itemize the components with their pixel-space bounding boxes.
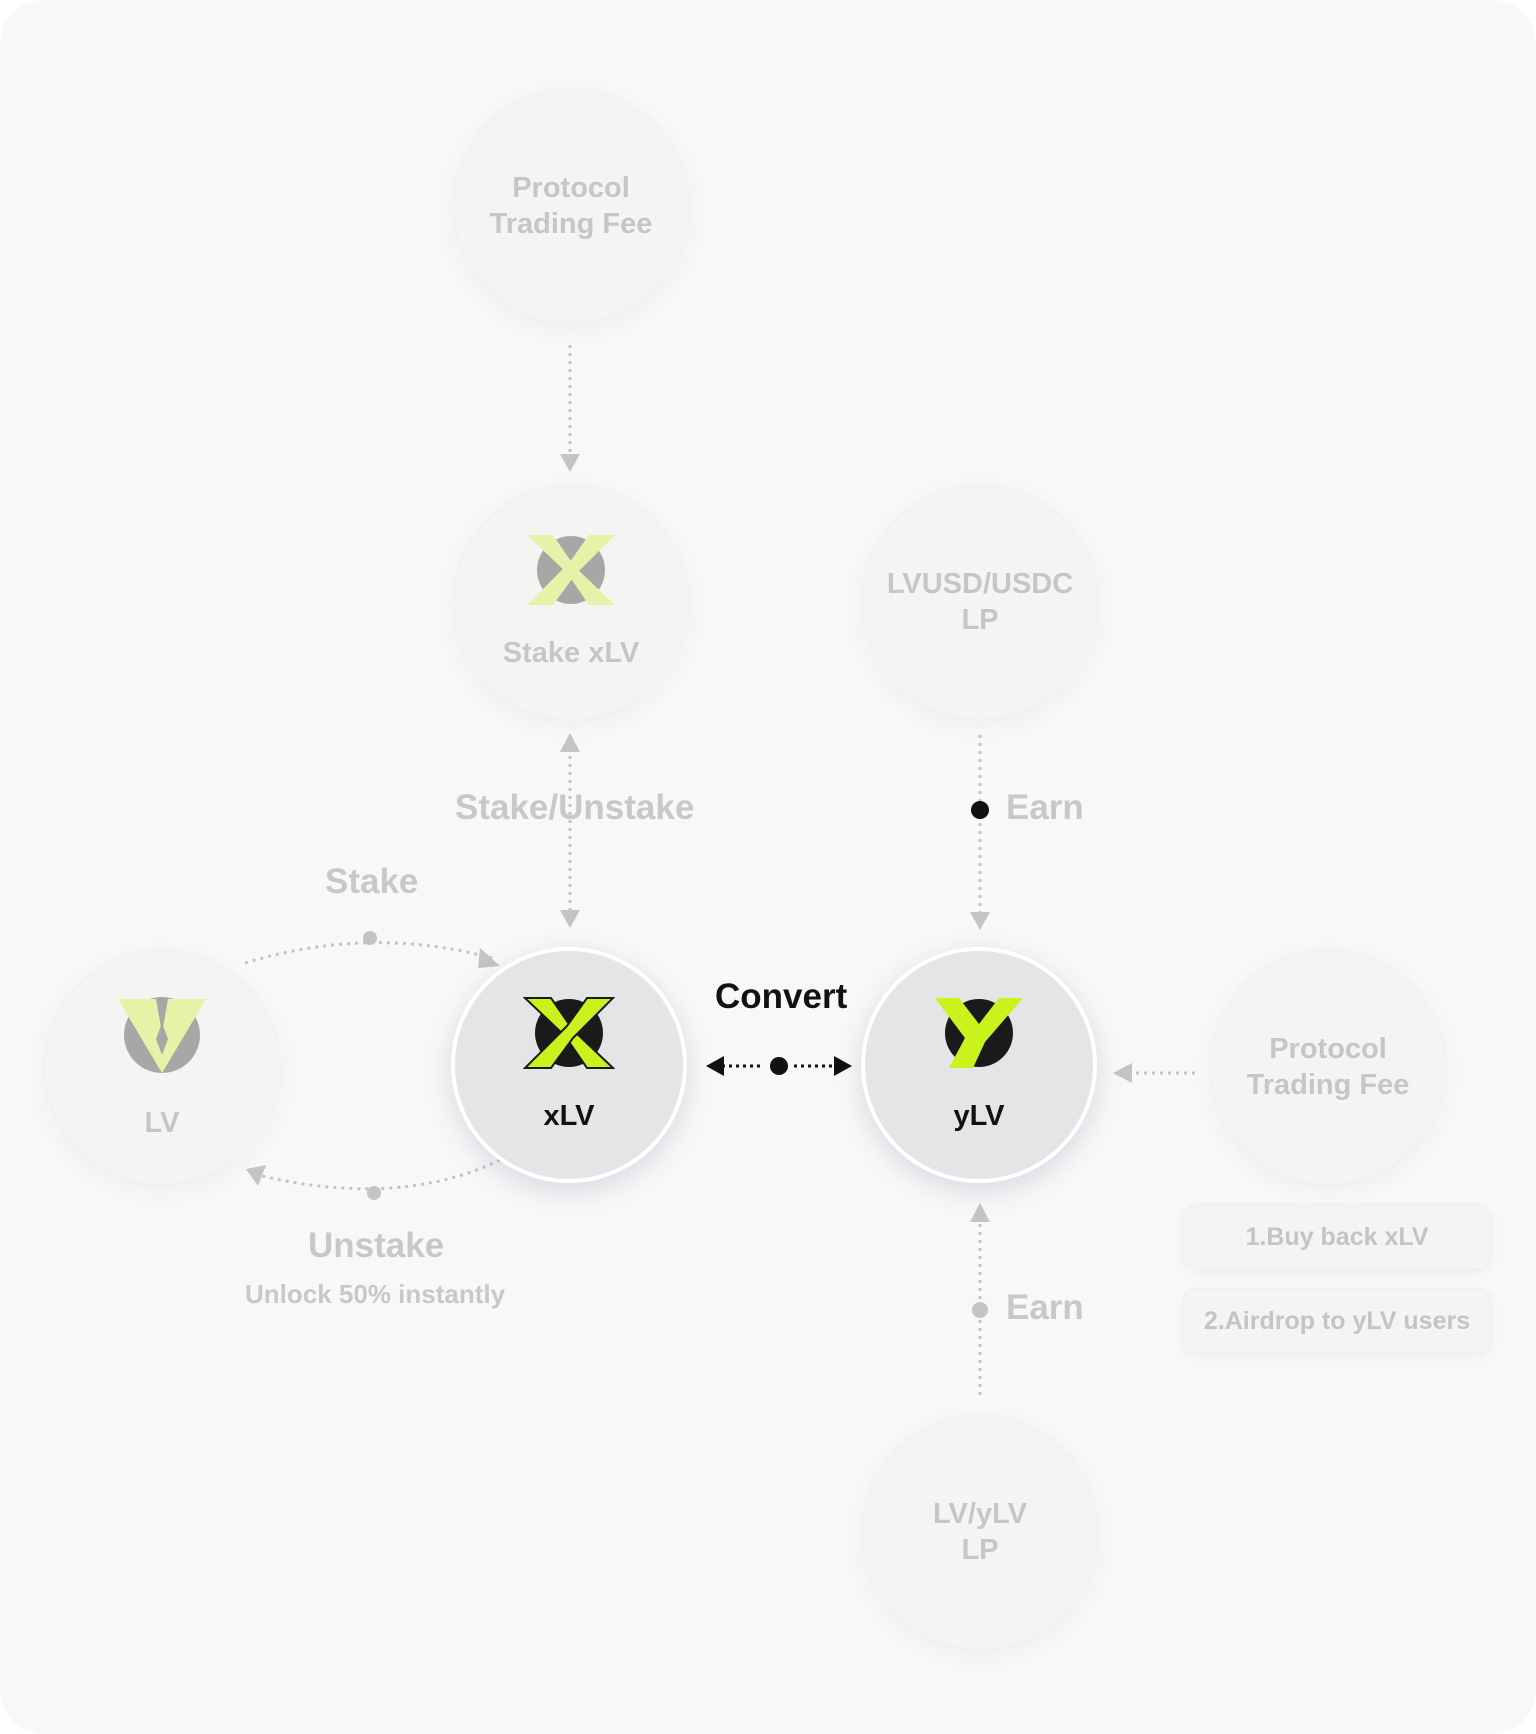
arrow-convert-right — [834, 1056, 852, 1076]
arrow-down-xlv — [560, 910, 580, 928]
node-line2: Trading Fee — [489, 208, 653, 240]
node-label: yLV — [953, 1099, 1005, 1132]
dot-unstake — [367, 1186, 381, 1200]
lv-logo-icon — [116, 993, 208, 1086]
node-line2: LP — [961, 604, 999, 636]
dot-earn-top — [971, 801, 989, 819]
edge-unstake-arc — [261, 1158, 501, 1191]
arrow-convert-left — [706, 1056, 724, 1076]
node-label: LV — [144, 1106, 180, 1139]
edge-stake-arc — [244, 941, 493, 965]
label-earn-top: Earn — [1006, 788, 1084, 827]
dot-convert — [770, 1057, 788, 1075]
arrow-stake-arc — [478, 948, 500, 968]
fee-use-buyback: 1.Buy back xLV — [1183, 1205, 1491, 1269]
label-stake: Stake — [325, 862, 419, 901]
label-unstake-note: Unlock 50% instantly — [245, 1279, 506, 1309]
node-line2: Trading Fee — [1246, 1069, 1410, 1101]
label-stake-unstake: Stake/Unstake — [455, 788, 695, 827]
arrow-left-ylv — [1113, 1063, 1132, 1083]
node-line2: LP — [961, 1534, 999, 1566]
xlv-logo-icon — [525, 533, 617, 616]
node-lv: LV — [45, 950, 279, 1184]
arrow-fee-to-stake — [560, 454, 580, 472]
node-lvusd-usdc-lp: LVUSD/USDC LP — [863, 485, 1097, 719]
arrow-down-ylv — [970, 912, 990, 930]
arrow-unstake-arc — [246, 1165, 266, 1186]
dot-earn-bottom — [972, 1302, 988, 1318]
label-earn-bottom: Earn — [1006, 1288, 1084, 1327]
node-ylv: yLV — [861, 947, 1097, 1183]
arrow-up-stake — [560, 733, 580, 752]
node-label: Stake xLV — [502, 636, 640, 669]
node-line1: Protocol — [1269, 1032, 1387, 1065]
node-lv-ylv-lp: LV/yLV LP — [863, 1415, 1097, 1649]
node-protocol-fee-top: Protocol Trading Fee — [454, 89, 688, 323]
node-label: xLV — [543, 1099, 595, 1132]
node-xlv: xLV — [451, 947, 687, 1183]
label-unstake: Unstake — [308, 1226, 445, 1265]
dot-stake — [363, 931, 377, 945]
node-stake-xlv: Stake xLV — [454, 485, 688, 719]
arrow-up-ylv — [970, 1203, 990, 1222]
node-line1: Protocol — [512, 171, 630, 204]
label-convert: Convert — [715, 977, 848, 1016]
xlv-logo-icon — [522, 996, 616, 1079]
node-line1: LVUSD/USDC — [886, 567, 1074, 600]
ylv-logo-icon — [933, 996, 1025, 1079]
node-line1: LV/yLV — [933, 1497, 1027, 1530]
node-protocol-fee-right: Protocol Trading Fee — [1211, 950, 1445, 1184]
fee-use-airdrop: 2.Airdrop to yLV users — [1183, 1289, 1491, 1353]
